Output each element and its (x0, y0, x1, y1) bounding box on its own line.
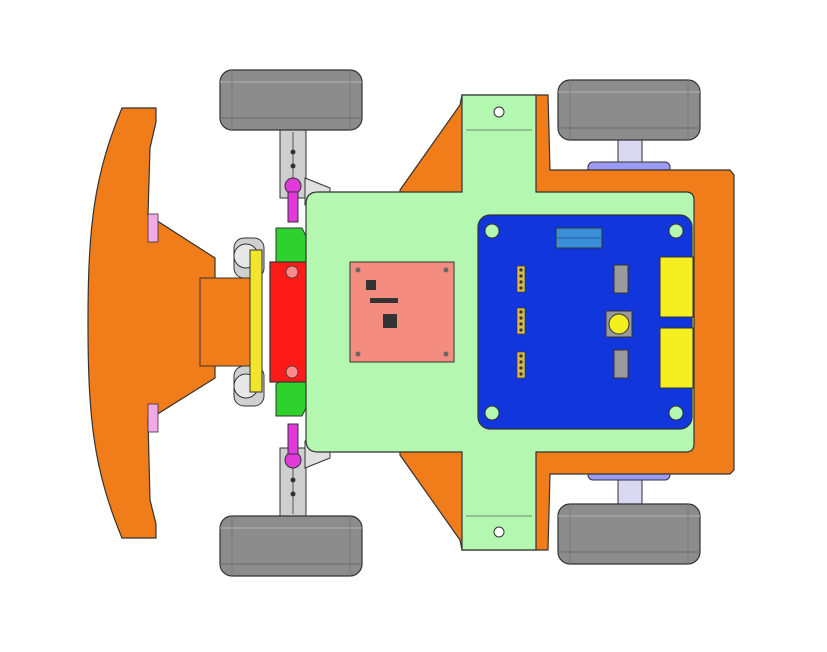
controller-board (477, 214, 693, 430)
plate-hole-top (493, 106, 505, 118)
pin-header-3 (516, 351, 526, 379)
front-left-wheel-assembly (219, 447, 363, 577)
front-wheel-bottom (219, 515, 363, 577)
bumper-mount-bottom (147, 403, 159, 433)
pin-dot (519, 328, 523, 332)
front-bumper (87, 107, 216, 539)
board-button (608, 313, 630, 335)
rear-wheel-top (557, 79, 701, 141)
front-right-wheel-assembly (219, 69, 363, 199)
chip-bottom (613, 349, 629, 379)
bumper-mount-top (147, 213, 159, 243)
pin-dot (519, 322, 523, 326)
connector-top (659, 256, 694, 318)
pin-dot (519, 366, 523, 370)
pin-dot (519, 360, 523, 364)
pin-header-2 (516, 307, 526, 335)
pin-dot (519, 372, 523, 376)
plate-hole-bottom (493, 526, 505, 538)
controller-board-group (477, 214, 694, 430)
steering-assembly (233, 177, 331, 469)
sensor-module (349, 261, 455, 363)
pin-dot (519, 286, 523, 290)
sensor-module-group (349, 261, 455, 363)
pin-dot (519, 268, 523, 272)
pin-dot (519, 280, 523, 284)
connector-bottom (659, 327, 694, 389)
pin-dot (519, 316, 523, 320)
pin-dot (519, 354, 523, 358)
steering-block (269, 261, 309, 383)
tie-rod (249, 249, 263, 393)
pin-header-1 (516, 265, 526, 293)
pin-dot (519, 274, 523, 278)
rear-wheel-bottom (557, 503, 701, 565)
pin-dot (519, 310, 523, 314)
front-wheel-top (219, 69, 363, 131)
chip-top (613, 264, 629, 294)
